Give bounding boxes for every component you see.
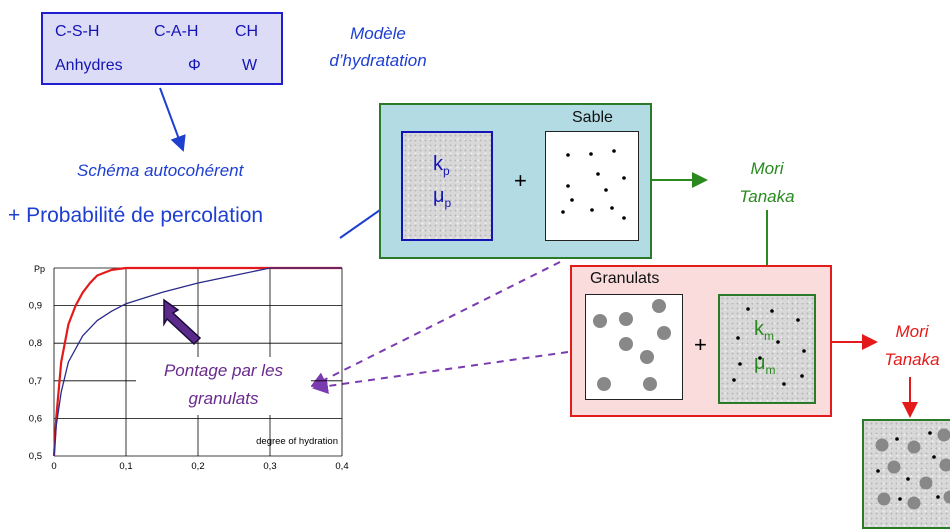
mori-tanaka-label-1: Mori Tanaka <box>722 155 812 211</box>
mortar-mu: μm <box>754 352 776 377</box>
phase-ch: CH <box>235 23 258 41</box>
y-tick-label: 0,5 <box>29 451 42 462</box>
phase-anhydres: Anhydres <box>55 57 123 75</box>
phase-phi: Φ <box>188 57 201 75</box>
sand-dots <box>546 132 637 239</box>
y-tick-label: 0,6 <box>29 413 42 424</box>
self-consistent-scheme-label: Schéma autocohérent <box>77 161 243 181</box>
bridging-label: Pontage par les granulats <box>136 357 311 415</box>
hydration-model-line1: Modèle <box>308 20 448 47</box>
percolation-probability-label: + Probabilité de percolation <box>8 204 263 228</box>
highlight-arrow <box>164 300 200 344</box>
y-tick-label: 0,9 <box>29 301 42 312</box>
paste-k: kp <box>433 153 450 178</box>
mortar-dots <box>720 296 815 403</box>
phase-cah: C-A-H <box>154 23 198 41</box>
x-tick-label: 0,1 <box>119 461 132 472</box>
mortar-k: km <box>754 318 774 343</box>
x-tick-label: 0,2 <box>191 461 204 472</box>
x-tick-label: 0,3 <box>263 461 276 472</box>
hydration-model-label: Modèle d’hydratation <box>308 20 448 74</box>
mori-tanaka-1-line2: Tanaka <box>722 183 812 211</box>
paste-mu: μp <box>433 185 451 210</box>
bridging-line2: granulats <box>136 385 311 413</box>
x-tick-label: 0,4 <box>335 461 348 472</box>
mortar-square: km μm <box>718 294 816 404</box>
aggregate-dots <box>586 295 681 398</box>
mori-tanaka-2-line1: Mori <box>872 318 950 346</box>
concrete-dots <box>864 421 950 527</box>
mori-tanaka-2-line2: Tanaka <box>872 346 950 374</box>
hydration-model-line2: d’hydratation <box>308 47 448 74</box>
bridging-line1: Pontage par les <box>136 357 311 385</box>
y-tick-label: 0,7 <box>29 376 42 387</box>
chart-ylabel: Pp <box>34 264 45 274</box>
aggregates-label: Granulats <box>590 270 659 288</box>
y-tick-label: 0,8 <box>29 338 42 349</box>
mori-tanaka-label-2: Mori Tanaka <box>872 318 950 374</box>
sand-label: Sable <box>572 109 613 127</box>
hydration-phases-box: C-S-H C-A-H CH Anhydres Φ W <box>41 12 283 85</box>
chart-xlabel: degree of hydration <box>256 436 338 447</box>
cement-paste-square: kp μp <box>401 131 493 241</box>
x-tick-label: 0 <box>51 461 56 472</box>
phase-csh: C-S-H <box>55 23 99 41</box>
plus-sign-1: + <box>514 168 527 194</box>
aggregate-inclusions-square <box>585 294 683 400</box>
concrete-square <box>862 419 950 529</box>
mori-tanaka-1-line1: Mori <box>722 155 812 183</box>
arrow-phases-to-schema <box>160 88 183 150</box>
plus-sign-2: + <box>694 332 707 358</box>
sand-inclusions-square <box>545 131 639 241</box>
phase-w: W <box>242 57 257 75</box>
